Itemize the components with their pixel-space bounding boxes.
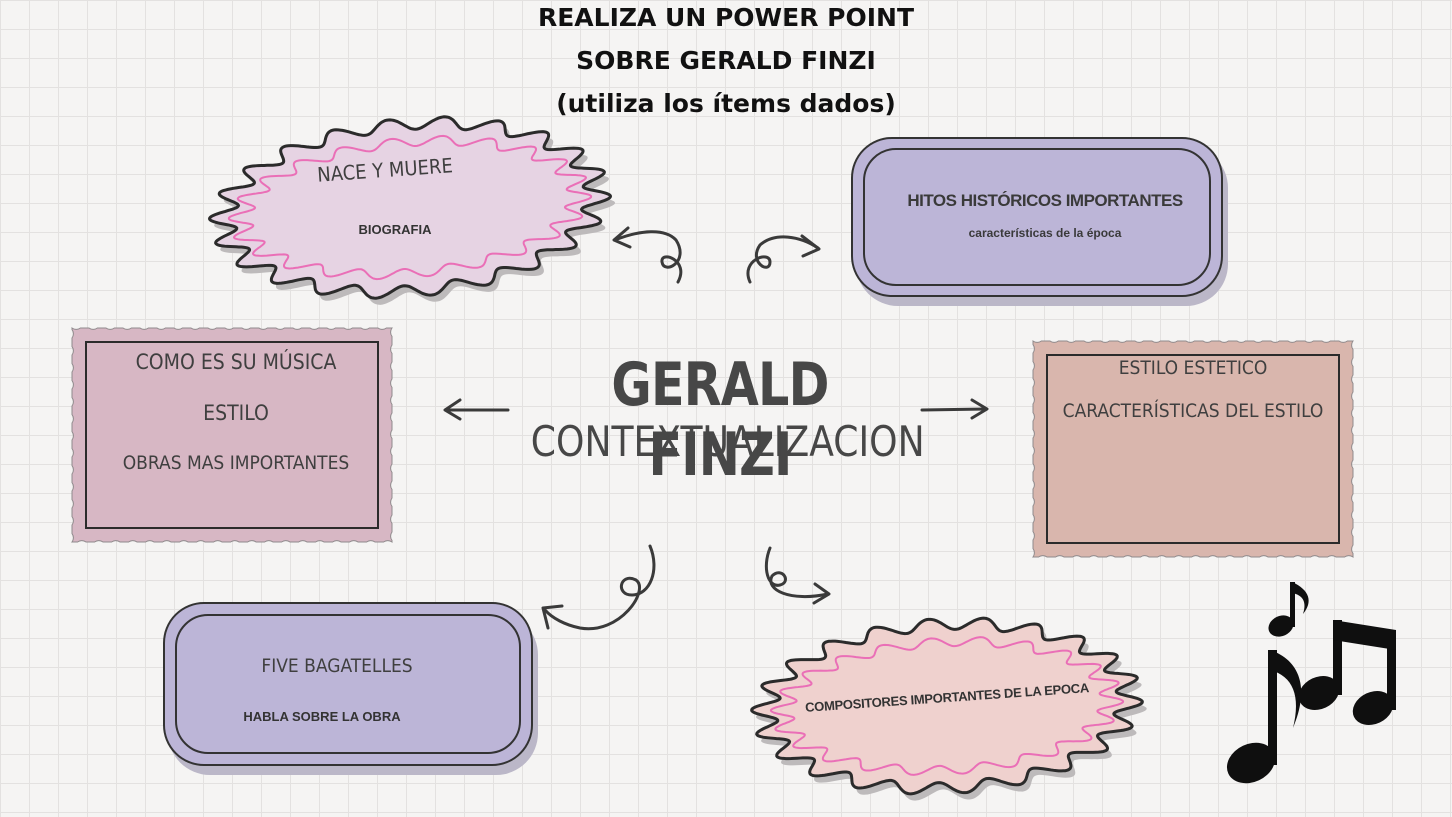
musica-line-2: ESTILO xyxy=(203,401,269,425)
center-subtitle: CONTEXTUALIZACION xyxy=(530,417,925,466)
hitos-heading: HITOS HISTÓRICOS IMPORTANTES xyxy=(907,191,1183,210)
instruction-title: REALIZA UN POWER POINT SOBRE GERALD FINZ… xyxy=(0,0,1452,125)
rounded-frame-shape xyxy=(851,137,1228,306)
musica-line-3: OBRAS MAS IMPORTANTES xyxy=(122,452,350,474)
stamp-shape xyxy=(1032,340,1354,558)
wavy-cloud-shape xyxy=(207,115,616,305)
arrow-to-estetico-icon xyxy=(920,398,989,420)
node-biografia: NACE Y MUERE BIOGRAFIA xyxy=(200,100,620,315)
hitos-sub: características de la época xyxy=(968,226,1122,240)
title-line-3: (utiliza los ítems dados) xyxy=(556,89,896,118)
title-line-2: SOBRE GERALD FINZI xyxy=(576,46,876,75)
musica-line-1: COMO ES SU MÚSICA xyxy=(135,350,337,374)
bagatelles-sub: HABLA SOBRE LA OBRA xyxy=(243,709,401,724)
estetico-line-2: CARACTERÍSTICAS DEL ESTILO xyxy=(1062,400,1324,422)
estetico-line-1: ESTILO ESTETICO xyxy=(1118,357,1268,379)
arrow-to-compositores-icon xyxy=(764,546,831,605)
music-notes-icon xyxy=(1226,582,1396,784)
node-musica: COMO ES SU MÚSICA ESTILO OBRAS MAS IMPOR… xyxy=(64,320,400,550)
bagatelles-heading: FIVE BAGATELLES xyxy=(261,655,413,677)
biografia-sub: BIOGRAFIA xyxy=(358,222,432,237)
wavy-cloud-shape xyxy=(750,616,1147,801)
node-bagatelles: FIVE BAGATELLES HABLA SOBRE LA OBRA xyxy=(162,601,540,777)
arrow-to-musica-icon xyxy=(443,398,510,421)
rounded-frame-shape xyxy=(163,602,538,775)
arrow-to-biografia-icon xyxy=(612,226,683,284)
title-line-1: REALIZA UN POWER POINT xyxy=(537,3,915,32)
node-hitos: HITOS HISTÓRICOS IMPORTANTES característ… xyxy=(850,136,1230,308)
stamp-shape xyxy=(71,327,393,543)
center-title: GERALD FINZI xyxy=(611,350,829,490)
arrow-to-hitos-icon xyxy=(746,234,821,284)
arrow-to-bagatelles-icon xyxy=(541,544,656,631)
node-compositores: COMPOSITORES IMPORTANTES DE LA EPOCA xyxy=(742,600,1152,812)
node-estetico: ESTILO ESTETICO CARACTERÍSTICAS DEL ESTI… xyxy=(1025,333,1361,565)
